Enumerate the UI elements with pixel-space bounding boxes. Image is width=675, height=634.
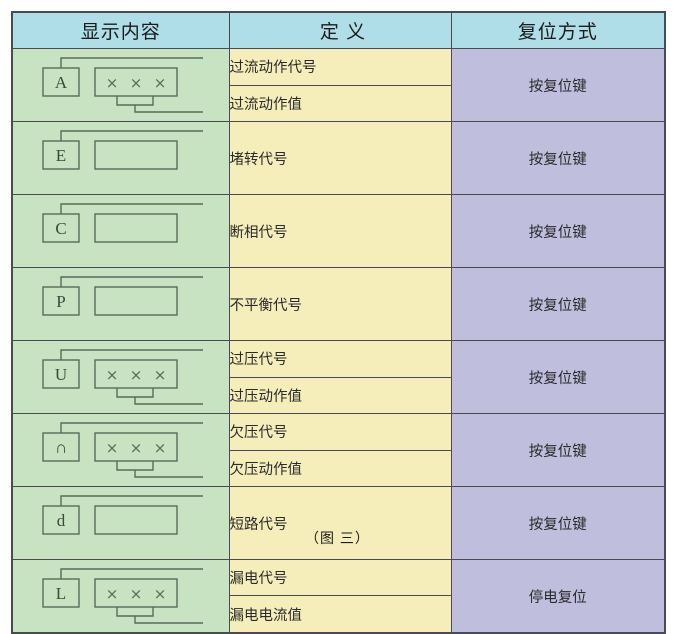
svg-text:L: L — [56, 584, 66, 603]
table-row: 过压动作值 — [12, 376, 665, 414]
table-row: U × × × 过压代号按复位键 — [11, 340, 666, 414]
led-display-diagram: P — [42, 276, 203, 316]
led-display-diagram: A × × × — [42, 57, 203, 113]
definition-cell: 过压动作值 — [228, 376, 452, 414]
reset-method-cell: 停电复位 — [450, 559, 666, 634]
led-display-diagram: C — [42, 203, 203, 243]
led-display-diagram: L × × × — [42, 568, 203, 624]
table-row: C 断相代号按复位键 — [11, 194, 666, 268]
table-row: 过流动作值 — [12, 84, 665, 122]
svg-text:×: × — [129, 74, 142, 92]
svg-text:×: × — [105, 439, 118, 457]
definition-cell: 过压代号 — [228, 340, 452, 378]
display-cell-p: P — [11, 267, 230, 341]
svg-text:∩: ∩ — [55, 438, 67, 457]
svg-text:E: E — [56, 146, 66, 165]
svg-text:×: × — [105, 585, 118, 603]
svg-text:×: × — [153, 439, 166, 457]
definition-cell: 短路代号 — [228, 486, 452, 560]
figure-caption: （图 三） — [305, 530, 370, 546]
definition-cell: 欠压代号 — [228, 413, 452, 451]
table-row: ∩ × × × 欠压代号按复位键 — [11, 413, 666, 487]
display-cell-l: L × × × — [11, 559, 230, 634]
definition-cell: 过流动作值 — [228, 84, 452, 122]
svg-text:×: × — [153, 585, 166, 603]
display-cell-e: E — [11, 121, 230, 195]
svg-text:×: × — [105, 366, 118, 384]
table-header-row: 显示内容 定 义 复位方式 — [11, 11, 666, 49]
table-row: P 不平衡代号按复位键 — [11, 267, 666, 341]
table-row: E 堵转代号按复位键 — [11, 121, 666, 195]
definition-cell: 欠压动作值 — [228, 449, 452, 487]
led-display-diagram: ∩ × × × — [42, 422, 203, 478]
display-cell-u: U × × × — [11, 340, 230, 414]
display-cell-a: A × × × — [11, 48, 230, 122]
display-cell-c: C — [11, 194, 230, 268]
svg-text:P: P — [56, 292, 65, 311]
display-cell-d: d — [11, 486, 230, 560]
led-display-diagram: E — [42, 130, 203, 170]
reset-method-cell: 按复位键 — [450, 194, 666, 268]
table-row: A × × × 过流动作代号按复位键 — [11, 48, 666, 122]
led-display-diagram: d — [42, 495, 203, 535]
reset-method-cell: 按复位键 — [450, 486, 666, 560]
reset-method-cell: 按复位键 — [450, 340, 666, 414]
column-header-reset: 复位方式 — [450, 11, 666, 49]
svg-text:A: A — [55, 73, 68, 92]
definition-cell: 漏电电流值 — [228, 595, 452, 634]
svg-text:×: × — [129, 585, 142, 603]
reset-method-cell: 按复位键 — [450, 413, 666, 487]
display-cell-∩: ∩ × × × — [11, 413, 230, 487]
led-display-diagram: U × × × — [42, 349, 203, 405]
reset-method-cell: 按复位键 — [450, 121, 666, 195]
svg-text:U: U — [55, 365, 67, 384]
reset-method-cell: 按复位键 — [450, 48, 666, 122]
column-header-display: 显示内容 — [11, 11, 230, 49]
definition-cell: 堵转代号 — [228, 121, 452, 195]
svg-text:×: × — [153, 366, 166, 384]
svg-text:×: × — [153, 74, 166, 92]
definition-cell: 不平衡代号 — [228, 267, 452, 341]
svg-text:×: × — [129, 366, 142, 384]
svg-text:d: d — [57, 511, 66, 530]
svg-text:×: × — [105, 74, 118, 92]
definition-cell: 过流动作代号 — [228, 48, 452, 86]
svg-text:×: × — [129, 439, 142, 457]
svg-text:C: C — [55, 219, 66, 238]
definition-cell: 断相代号 — [228, 194, 452, 268]
reset-method-cell: 按复位键 — [450, 267, 666, 341]
table-row: d 短路代号按复位键 — [11, 486, 666, 560]
definition-cell: 漏电代号 — [228, 558, 452, 597]
column-header-definition: 定 义 — [228, 11, 452, 49]
table-row: L × × × 漏电代号停电复位 — [11, 558, 666, 634]
